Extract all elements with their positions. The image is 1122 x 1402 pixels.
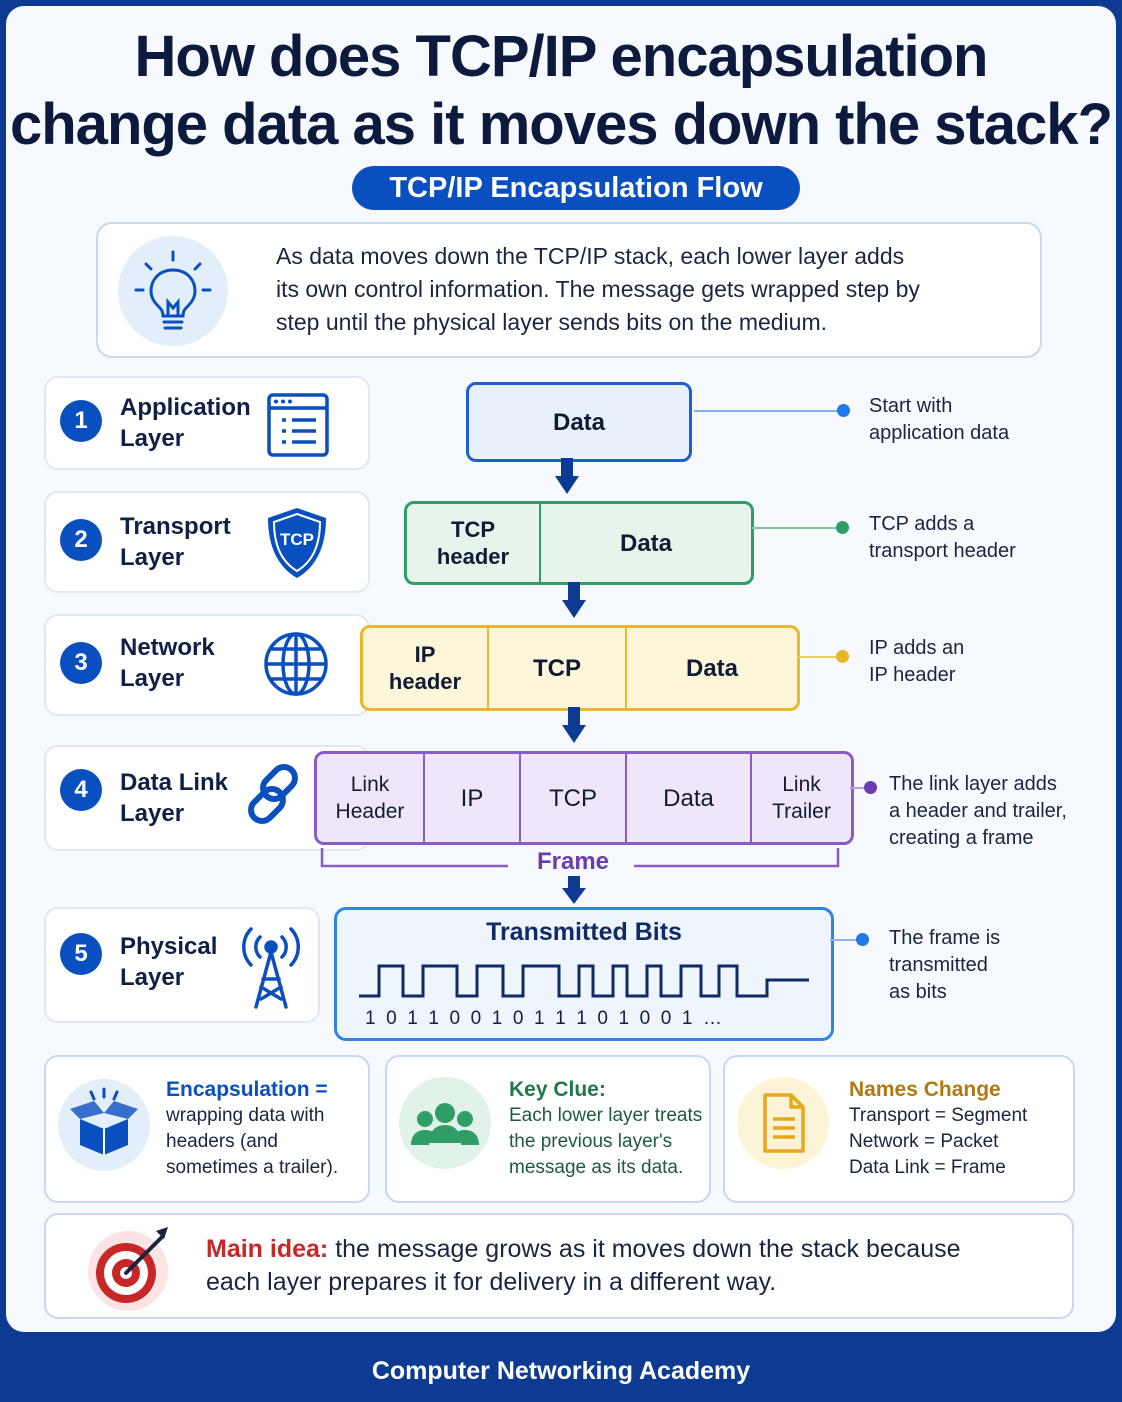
subtitle-pill: TCP/IP Encapsulation Flow [352,166,800,210]
segment-tcp: TCP [521,754,627,842]
down-arrow-icon [562,888,586,904]
main-idea-panel: Main idea: the message grows as it moves… [44,1213,1074,1319]
browser-window-icon [266,392,330,463]
intro-text: As data moves down the TCP/IP stack, eac… [276,243,920,335]
bit-sequence: 1 0 1 1 0 0 1 0 1 1 1 0 1 0 0 1 … [365,1008,722,1029]
frame-label: Frame [536,848,610,875]
step-number-3: 3 [60,642,102,684]
data-box-application: Data [466,382,692,462]
page-title-line2: change data as it moves down the stack? [10,92,1113,157]
main-idea-text: Main idea: the message grows as it moves… [206,1235,961,1296]
note-dot [856,933,869,946]
segment-data: Data [619,529,673,557]
note-dot [836,521,849,534]
lightbulb-icon [118,236,228,346]
down-arrow-icon [568,876,580,890]
tcp-shield-icon: TCP [262,505,332,581]
connector-line [850,787,866,789]
connector-line [830,939,858,941]
card-title: Key Clue: [509,1078,606,1101]
note-dot [864,781,877,794]
page-title-line1: How does TCP/IP encapsulation [134,24,989,89]
down-arrow-icon [562,725,586,743]
footer-brand: Computer Networking Academy [371,1357,751,1385]
bits-title: Transmitted Bits [486,918,682,946]
note-dot [836,650,849,663]
segment-tcp: TCP [489,628,627,708]
globe-icon [262,630,330,703]
connector-line [752,527,838,529]
connector-line [694,410,840,412]
frame-bracket [320,848,840,868]
note-dot [837,404,850,417]
step-number-2: 2 [60,519,102,561]
square-wave [359,964,809,998]
down-arrow-icon [568,582,580,602]
chain-link-icon [242,761,306,832]
antenna-tower-icon [236,921,306,1018]
down-arrow-icon [555,476,579,494]
target-icon [82,1221,174,1318]
open-box-icon [58,1079,150,1171]
people-group-icon [399,1077,491,1169]
step-number-4: 4 [60,769,102,811]
card-title: Names Change [849,1078,1001,1101]
segment-data: Data [552,408,606,436]
main-idea-label: Main idea: [206,1235,329,1263]
down-arrow-icon [568,707,580,727]
document-icon [737,1077,829,1169]
down-arrow-icon [561,458,573,478]
bits-box-physical: Transmitted Bits 1 0 1 1 0 0 1 0 1 1 1 0… [334,907,834,1041]
connector-line [798,656,838,658]
down-arrow-icon [562,600,586,618]
card-title: Encapsulation = [166,1078,328,1101]
segment-data: Data [627,754,752,842]
step-number-5: 5 [60,933,102,975]
intro-panel: As data moves down the TCP/IP stack, eac… [96,222,1042,358]
segment-ip: IP [425,754,521,842]
step-number-1: 1 [60,400,102,442]
segment-data: Data [685,654,739,682]
